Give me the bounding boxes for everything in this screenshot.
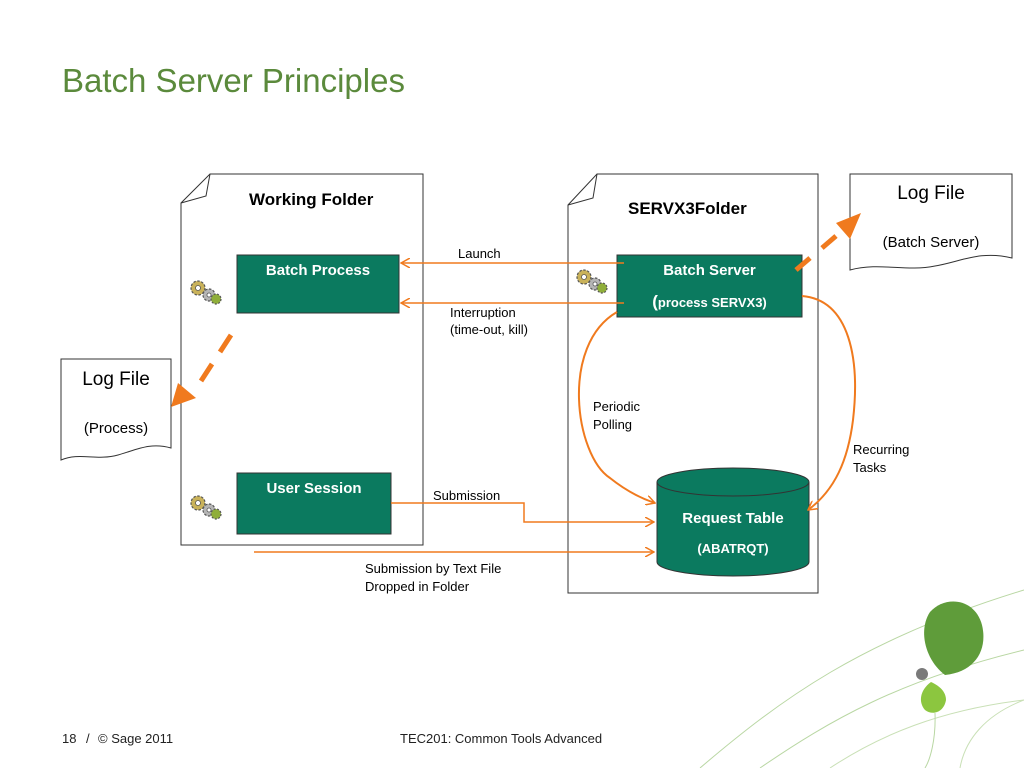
process-log-dashed-arrow <box>171 333 234 407</box>
user-session-box <box>236 472 392 535</box>
periodic-label-1: Periodic <box>593 399 640 414</box>
server-log-dashed-arrow <box>794 213 861 272</box>
batch-server-process: (process SERVX3) <box>617 292 802 312</box>
batch-server-paren: ( <box>652 292 658 311</box>
leaf-decoration <box>699 589 1024 768</box>
request-table-code: (ABATRQT) <box>697 541 769 556</box>
gears-icon <box>576 269 608 294</box>
log-file-process-title: Log File <box>82 369 150 390</box>
log-file-process-subtitle: (Process) <box>83 420 149 437</box>
submission-arrow <box>391 502 654 522</box>
log-file-server-subtitle: (Batch Server) <box>882 234 980 251</box>
periodic-label-2: Polling <box>593 417 633 432</box>
gears-icon <box>190 280 222 305</box>
batch-server-box <box>616 254 803 318</box>
text-file-label-2: Dropped in Folder <box>365 579 470 594</box>
request-table-cylinder <box>656 467 810 577</box>
periodic-polling-arrow <box>577 311 655 503</box>
interruption-label-1: Interruption <box>450 305 516 320</box>
log-file-server-title: Log File <box>897 183 965 204</box>
batch-server-process-text: process SERVX3) <box>657 295 767 310</box>
launch-label: Launch <box>458 246 501 261</box>
recurring-tasks-arrow <box>801 295 856 510</box>
text-file-label-1: Submission by Text File <box>365 561 502 576</box>
interruption-label-2: (time-out, kill) <box>450 322 529 337</box>
batch-process-label: Batch Process <box>265 262 371 279</box>
working-folder-title: Working Folder <box>249 190 374 209</box>
page-number: 18 <box>62 731 77 746</box>
slide-title: Batch Server Principles <box>62 62 405 99</box>
copyright: © Sage 2011 <box>98 731 174 746</box>
recurring-label-2: Tasks <box>853 460 887 475</box>
footer-separator: / <box>86 731 90 746</box>
log-file-server-shape <box>849 173 1013 271</box>
gears-icon <box>190 495 222 520</box>
batch-process-box <box>236 254 400 314</box>
server-folder-title: SERVX3Folder <box>628 199 747 218</box>
batch-server-label: Batch Server <box>663 262 756 279</box>
log-file-process-shape <box>60 358 172 461</box>
recurring-label-1: Recurring <box>853 442 910 457</box>
course-name: TEC201: Common Tools Advanced <box>400 731 603 746</box>
submission-label: Submission <box>433 488 501 503</box>
user-session-label: User Session <box>266 480 362 497</box>
request-table-label: Request Table <box>682 510 784 527</box>
